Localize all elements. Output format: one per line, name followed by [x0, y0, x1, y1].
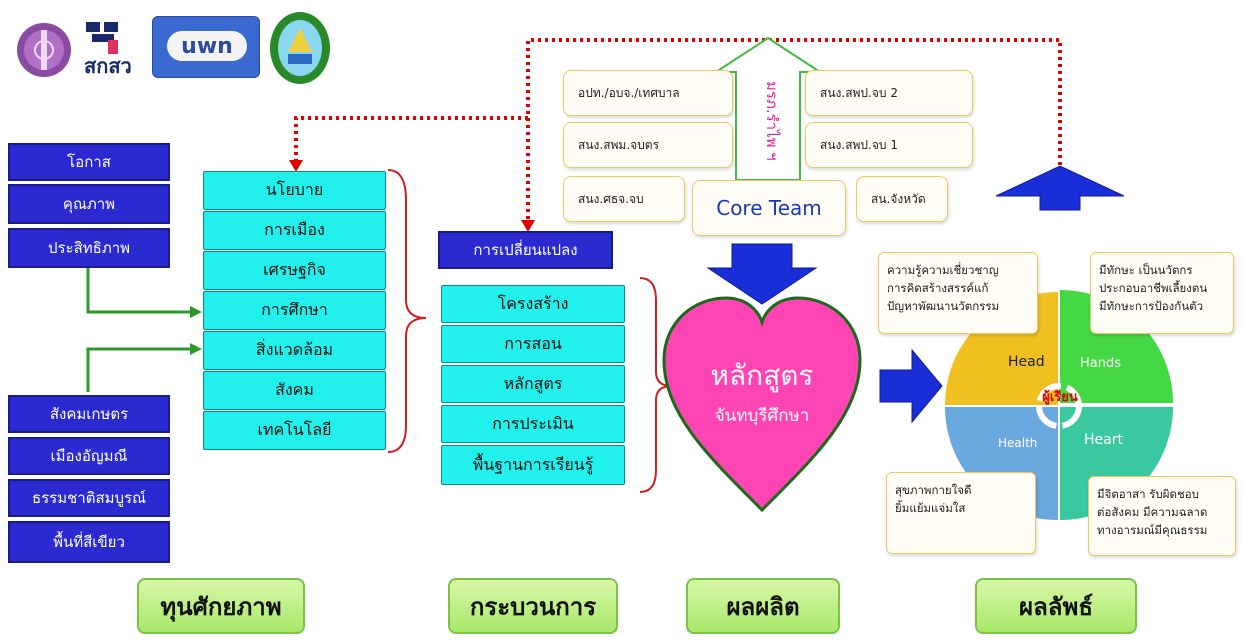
down-arrow-core-team [706, 243, 818, 305]
note-line: ต่อสังคม มีความฉลาด [1097, 505, 1208, 519]
note-line: ยิ้มแย้มแจ่มใส [895, 501, 966, 515]
green-arrowhead-bottom [190, 343, 202, 355]
quadrant-label-health: Health [998, 436, 1038, 450]
stage-label-outcome: ผลลัพธ์ [975, 578, 1137, 634]
stage-label-product: ผลผลิต [686, 578, 840, 634]
up-arrow-outcome [995, 165, 1125, 211]
partner-box: สนง.สพม.จบตร [563, 122, 733, 168]
logo-4 [270, 12, 330, 84]
feedback-dotted-line [294, 38, 1062, 172]
note-heart: มีจิตอาสา รับผิดชอบ ต่อสังคม มีความฉลาด … [1088, 476, 1236, 556]
rambhai-vertical-text: มรภ.รำไพ ฯ [763, 81, 781, 161]
note-line: ความรู้ความเชี่ยวชาญ [887, 263, 999, 277]
capital-top-item: โอกาส [8, 143, 170, 181]
capital-top-item: ประสิทธิภาพ [8, 228, 170, 268]
process-item: การสอน [441, 325, 625, 363]
quadrant-label-heart: Heart [1084, 432, 1123, 448]
dotted-arrowhead-policy [289, 160, 303, 172]
note-line: มีจิตอาสา รับผิดชอบ [1097, 487, 1199, 501]
partner-box: สนง.ศธจ.จบ [563, 176, 685, 222]
capital-bottom-item: เมืองอัญมณี [8, 437, 170, 475]
capital-middle-item: เศรษฐกิจ [203, 251, 386, 290]
green-arrowhead-top [190, 306, 202, 318]
logo-2 [86, 22, 118, 54]
partner-box: สนง.สพป.จบ 2 [805, 70, 973, 116]
note-line: ทางอารมณ์มีคุณธรรม [1097, 523, 1208, 537]
stage-label-process: กระบวนการ [448, 578, 618, 634]
logo-2-text: สกสว [84, 54, 132, 78]
capital-middle-item: เทคโนโลยี [203, 411, 386, 450]
process-header: การเปลี่ยนแปลง [438, 231, 613, 269]
rambhai-up-arrow [712, 36, 824, 181]
bracket-capital [387, 169, 427, 453]
note-line: มีทักษะ เป็นนวัตกร [1099, 263, 1193, 277]
core-team-box: Core Team [692, 180, 846, 236]
partner-box: อปท./อบจ./เทศบาล [563, 70, 733, 116]
green-connector-top [86, 268, 192, 314]
logo-3: uwn [152, 16, 260, 78]
learner-quadrant-circle [945, 290, 1173, 520]
right-arrow-outcome [879, 348, 943, 424]
process-item: หลักสูตร [441, 365, 625, 403]
process-item: พื้นฐานการเรียนรู้ [441, 445, 625, 485]
partner-box: สน.จังหวัด [856, 176, 948, 222]
logo-1 [17, 23, 71, 77]
note-line: ประกอบอาชีพเลี้ยงตน [1099, 281, 1208, 295]
capital-middle-item: การศึกษา [203, 291, 386, 330]
note-line: การคิดสร้างสรรค์แก้ [887, 281, 989, 295]
heart-subtitle: จันทบุรีศึกษา [714, 406, 810, 426]
capital-middle-item: สิ่งแวดล้อม [203, 331, 386, 370]
note-line: สุขภาพกายใจดี [895, 483, 972, 497]
logo-3-text: uwn [167, 31, 247, 61]
process-item: การประเมิน [441, 405, 625, 443]
capital-middle-item: การเมือง [203, 211, 386, 250]
note-health: สุขภาพกายใจดี ยิ้มแย้มแจ่มใส [886, 472, 1036, 554]
capital-top-item: คุณภาพ [8, 184, 170, 224]
stage-label-capital: ทุนศักยภาพ [137, 578, 305, 634]
note-line: มีทักษะการป้องกันตัว [1099, 299, 1204, 313]
process-item: โครงสร้าง [441, 285, 625, 323]
capital-bottom-item: พื้นที่สีเขียว [8, 521, 170, 563]
capital-bottom-item: สังคมเกษตร [8, 395, 170, 433]
capital-middle-item: สังคม [203, 371, 386, 410]
heart-title: หลักสูตร [710, 359, 814, 392]
capital-bottom-item: ธรรมชาติสมบูรณ์ [8, 479, 170, 517]
note-hands: มีทักษะ เป็นนวัตกร ประกอบอาชีพเลี้ยงตน ม… [1090, 252, 1234, 334]
note-line: ปัญหาพัฒนานวัตกรรม [887, 299, 1000, 313]
quadrant-hands [1060, 290, 1173, 403]
dotted-arrowhead-change [521, 220, 535, 232]
green-connector-bottom [86, 347, 192, 392]
quadrant-label-hands: Hands [1080, 356, 1122, 371]
learner-center-label: ผู้เรียน [1042, 390, 1078, 405]
note-head: ความรู้ความเชี่ยวชาญ การคิดสร้างสรรค์แก้… [878, 252, 1038, 334]
partner-box: สนง.สพป.จบ 1 [805, 122, 973, 168]
cycle-ring [1036, 383, 1082, 429]
heart-shape [662, 296, 862, 513]
quadrant-label-head: Head [1008, 354, 1045, 370]
capital-middle-item: นโยบาย [203, 171, 386, 210]
